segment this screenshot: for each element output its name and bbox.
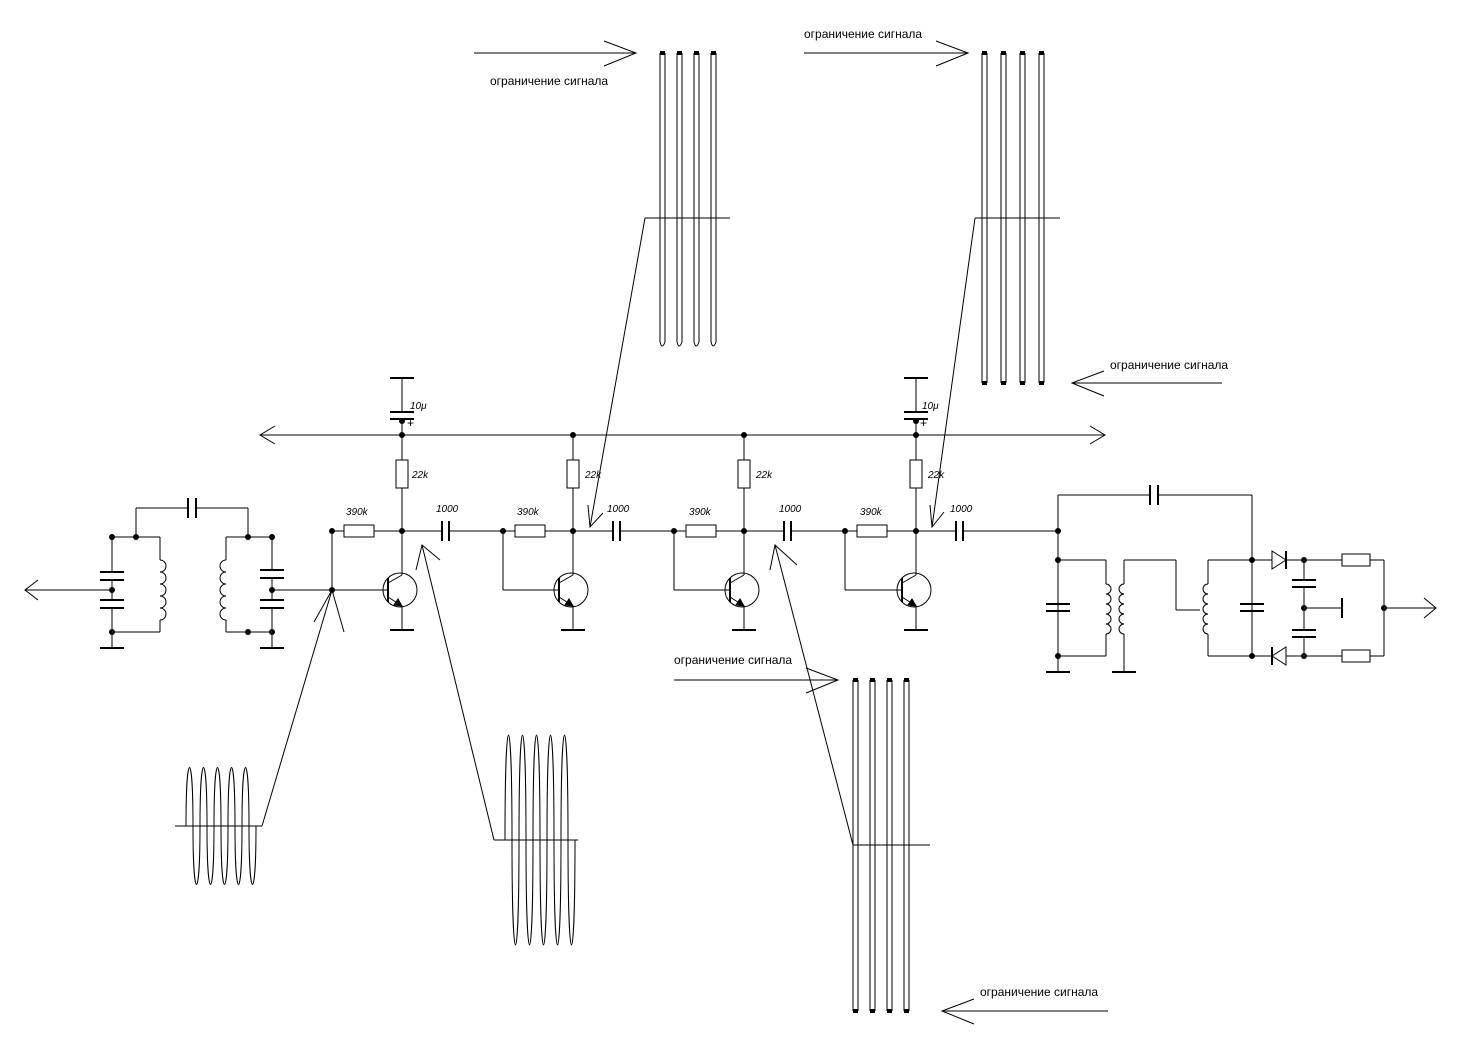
stage-2-collector-resistor-value: 22k: [584, 470, 602, 481]
clipping-label-2: ограничение сигнала: [804, 27, 922, 41]
transistor: [724, 572, 760, 608]
supply-rail: [259, 425, 1106, 445]
amplifier-stage-1: [329, 432, 503, 631]
decoupling-capacitor-1-polarity: +: [407, 416, 414, 430]
stage-3-coupling-capacitor-value: 1000: [779, 504, 802, 515]
collector-resistor: [737, 459, 751, 489]
junction-dot: [109, 534, 115, 540]
collector-resistor: [395, 459, 409, 489]
decoupling-capacitor-2-polarity: +: [920, 416, 927, 430]
bias-resistor: [343, 524, 375, 538]
junction-dot: [269, 534, 275, 540]
junction-dot: [109, 587, 115, 593]
stage-1-coupling-capacitor-value: 1000: [436, 504, 459, 515]
clipping-label-5: ограничение сигнала: [980, 985, 1098, 999]
clipping-label-3: ограничение сигнала: [1110, 358, 1228, 372]
stage-4-bias-resistor-value: 390k: [860, 507, 883, 518]
amplifier-stages: [109, 418, 1387, 659]
stage-4-clipped-wave: [804, 40, 1222, 529]
transistor: [896, 572, 932, 608]
junction-dot: [913, 432, 919, 438]
annotation-labels: ограничение сигнала ограничение сигнала …: [346, 27, 1228, 999]
stage-1-collector-resistor-value: 22k: [411, 470, 429, 481]
junction-dot: [500, 528, 506, 534]
junction-dot: [399, 418, 405, 424]
junction-dot: [245, 534, 251, 540]
junction-dot: [329, 528, 335, 534]
junction-dot: [741, 432, 747, 438]
transistor: [382, 572, 418, 608]
junction-dot: [570, 528, 576, 534]
stage-2-bias-resistor-value: 390k: [517, 507, 540, 518]
junction-dot: [399, 432, 405, 438]
stage-4-coupling-capacitor-value: 1000: [950, 504, 973, 515]
stage-1-bias-resistor-value: 390k: [346, 507, 369, 518]
stage-2-coupling-capacitor-value: 1000: [607, 504, 630, 515]
junction-dot: [245, 629, 251, 635]
junction-dot: [109, 629, 115, 635]
amplifier-stage-3: [671, 432, 845, 631]
decoupling-capacitor-2-value: 10μ: [922, 401, 939, 412]
input-sine-wave: [175, 588, 345, 885]
stage-3-bias-resistor-value: 390k: [689, 507, 712, 518]
junction-dot: [741, 528, 747, 534]
stage-3-clipped-wave: [674, 544, 1108, 1025]
junction-dot: [269, 587, 275, 593]
stage-4-collector-resistor-value: 22k: [927, 470, 945, 481]
transistor: [553, 572, 589, 608]
stage-2-clipped-wave: [474, 40, 730, 529]
clipped-waveforms: [474, 40, 1222, 1025]
amplifier-stage-2: [500, 432, 674, 631]
clipping-label-1: ограничение сигнала: [490, 74, 608, 88]
bias-resistor: [514, 524, 546, 538]
collector-resistor: [566, 459, 580, 489]
junction-dot: [399, 528, 405, 534]
junction-dot: [671, 528, 677, 534]
detector-section: [1046, 485, 1437, 673]
junction-dot: [842, 528, 848, 534]
stage-1-sine-wave: [415, 544, 578, 946]
collector-resistor: [909, 459, 923, 489]
bias-resistor: [856, 524, 888, 538]
stage-3-collector-resistor-value: 22k: [755, 470, 773, 481]
bias-resistor: [685, 524, 717, 538]
input-filter: [24, 498, 332, 649]
clipping-label-4: ограничение сигнала: [674, 653, 792, 667]
decoupling-capacitor-1-value: 10μ: [410, 401, 427, 412]
amplifier-stage-4: [842, 432, 969, 631]
junction-dot: [570, 432, 576, 438]
junction-dot: [133, 534, 139, 540]
junction-dot: [913, 418, 919, 424]
junction-dot: [269, 629, 275, 635]
junction-dot: [913, 528, 919, 534]
